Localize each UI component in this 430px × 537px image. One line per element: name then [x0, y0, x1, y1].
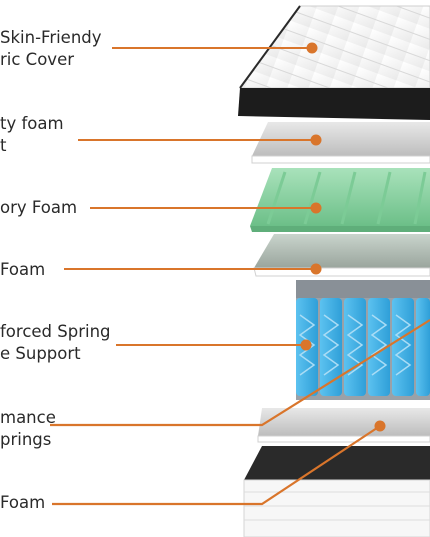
leader-dot-base-foam [374, 420, 386, 432]
comfort-foam-layer [251, 122, 430, 164]
label-base-foam: Foam [0, 493, 46, 512]
spring-layer [296, 280, 430, 400]
cover-layer [238, 5, 430, 120]
spring-coils [296, 298, 430, 396]
leader-line-springs [116, 344, 306, 347]
label-cover: Skin-Friendy ric Cover [0, 28, 102, 69]
leader-dot-memory-foam [310, 202, 322, 214]
label-memory-foam: ory Foam [0, 198, 78, 217]
leader-line-memory-foam [90, 207, 316, 210]
label-performance: mance prings [0, 408, 56, 449]
label-springs: forced Spring e Support [0, 322, 111, 363]
leader-dot-comfort-foam [310, 134, 322, 146]
leader-line-cover [112, 47, 312, 50]
label-comfort-foam: ty foam t [0, 114, 64, 155]
label-support-foam: Foam [0, 260, 46, 279]
leader-dot-cover [306, 42, 318, 54]
leader-line-comfort-foam [78, 139, 316, 142]
leader-line-support-foam [64, 268, 316, 271]
memory-foam-layer [250, 168, 430, 232]
leader-dot-support-foam [310, 263, 322, 275]
leader-dot-springs [300, 339, 312, 351]
base-layer [243, 408, 430, 537]
